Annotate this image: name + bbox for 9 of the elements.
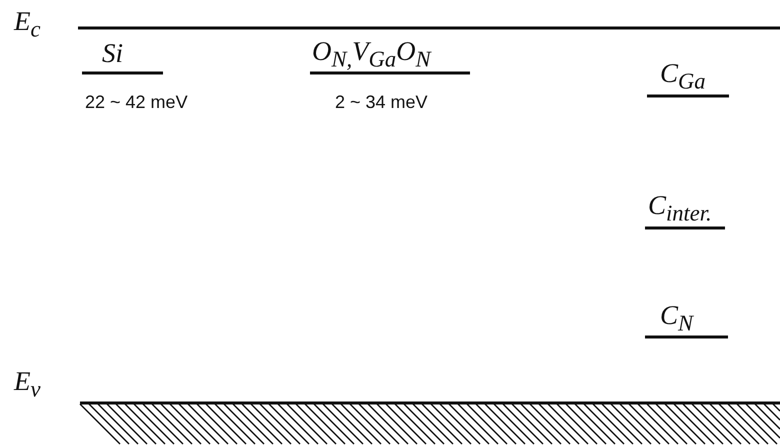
band-edge-label: E$_{c}$: [14, 6, 40, 42]
defect-label: C$_{N}$: [660, 300, 694, 336]
energy-value: 2 ~ 34 meV: [335, 92, 428, 113]
defect-label: C$_{inter.}$: [648, 190, 712, 226]
defect-label: Si: [102, 38, 124, 69]
defect-label: O$_{N,}$V$_{Ga}$O$_{N}$: [312, 36, 431, 72]
energy-value: 22 ~ 42 meV: [85, 92, 188, 113]
band-edge-label: E$_{v}$: [14, 366, 40, 402]
defect-label: C$_{Ga}$: [660, 58, 706, 94]
